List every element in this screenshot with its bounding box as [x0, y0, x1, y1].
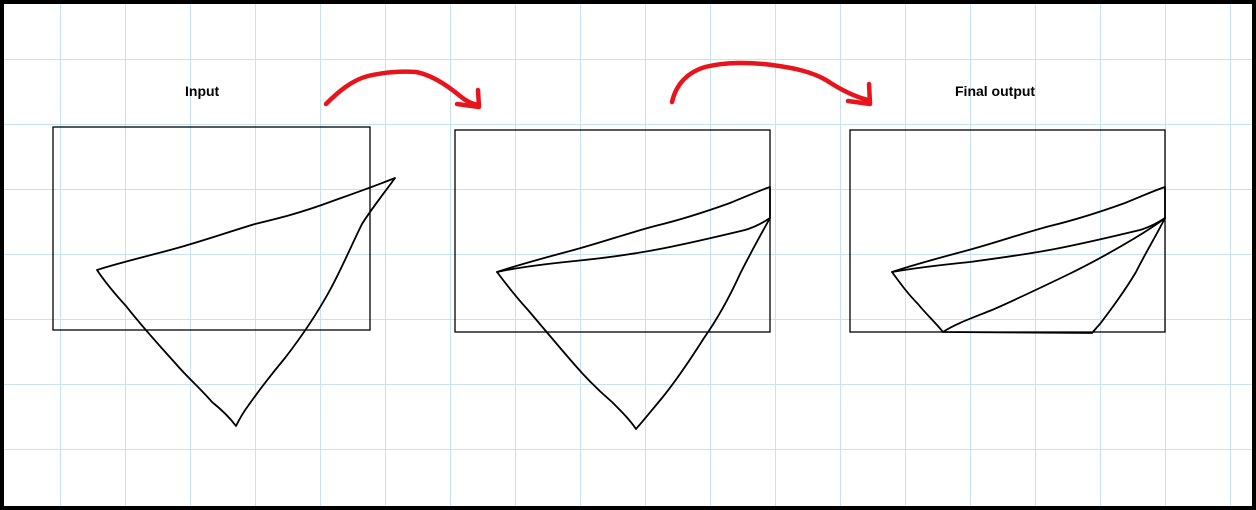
final-output-label: Final output	[955, 83, 1036, 99]
arrow-curve	[669, 60, 871, 105]
arrow-intermediate-to-final	[669, 60, 873, 107]
intermediate-shape	[496, 186, 771, 430]
final-clip-edge-inner	[942, 217, 1166, 333]
arrow-head-icon	[454, 87, 482, 110]
final-clip-rectangle	[849, 129, 1166, 333]
final-clip-edge-top	[891, 217, 1166, 273]
intermediate-panel	[454, 129, 771, 430]
arrow-curve	[323, 69, 481, 108]
input-panel	[52, 126, 396, 427]
arrow-head-icon	[845, 81, 873, 107]
input-label: Input	[185, 83, 220, 99]
input-triangle-shape	[96, 177, 396, 427]
intermediate-clip-edge	[496, 217, 771, 273]
intermediate-clip-rectangle	[454, 129, 771, 333]
final-output-panel	[849, 129, 1166, 334]
arrow-input-to-intermediate	[323, 69, 482, 110]
final-output-shape	[891, 186, 1166, 334]
input-clip-rectangle	[52, 126, 371, 331]
